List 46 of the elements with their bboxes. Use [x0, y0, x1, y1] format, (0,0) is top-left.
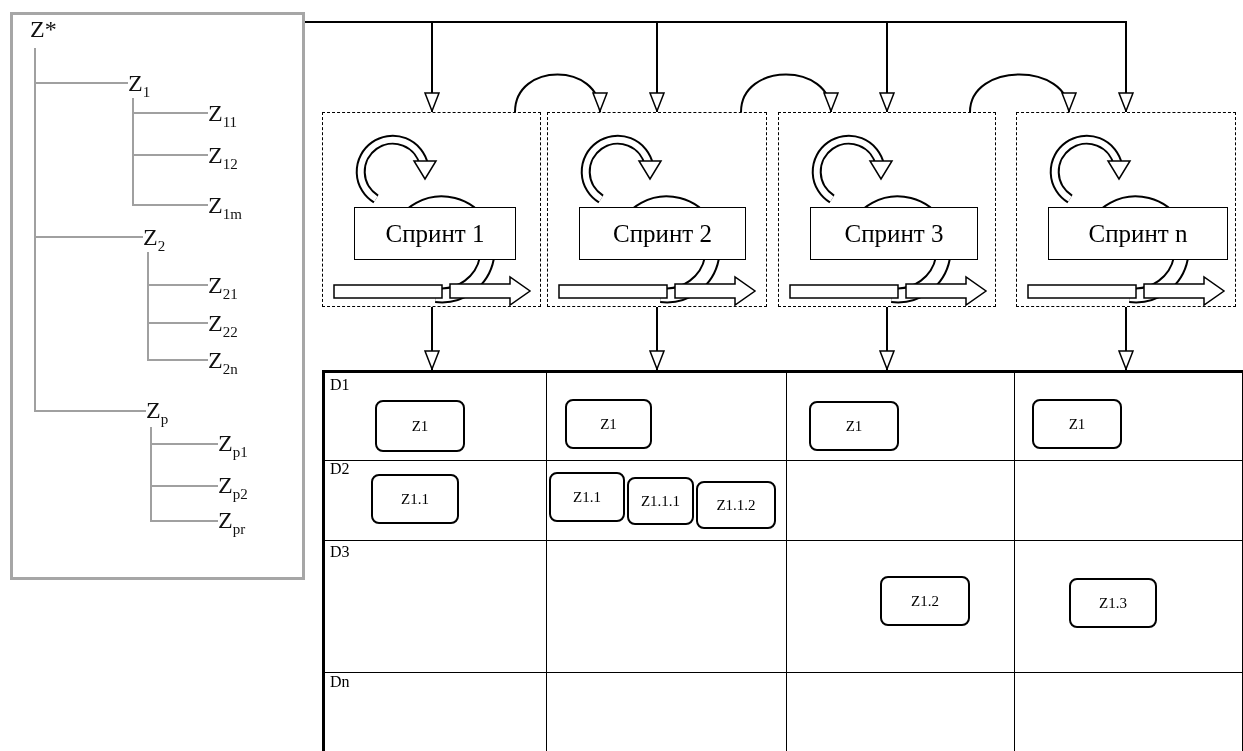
sprint-label-box: Спринт 3 [810, 207, 978, 260]
task-box: Z1.3 [1069, 578, 1157, 628]
tree-node-label: Z$_{21}$ [208, 270, 268, 300]
row-label: D3 [330, 543, 350, 561]
tree-line [147, 251, 209, 361]
task-box: Z1.1 [371, 474, 459, 524]
task-box: Z1 [375, 400, 465, 452]
tree-line [150, 426, 219, 522]
arrow [424, 306, 440, 371]
task-table [322, 370, 1243, 751]
tree-node-label: Z$_{1}$ [128, 68, 173, 98]
task-box: Z1 [1032, 399, 1122, 449]
tree-node-label: Z$_{11}$ [208, 98, 268, 128]
task-box: Z1.1.2 [696, 481, 776, 529]
arrow [649, 306, 665, 371]
tree-node-label: Z$_{12}$ [208, 140, 268, 170]
tree-panel [10, 12, 305, 580]
arrow [304, 21, 1134, 113]
sprint-label-box: Спринт 2 [579, 207, 746, 260]
row-label: Dn [330, 673, 350, 691]
task-box: Z1.1.1 [627, 477, 694, 525]
tree-line [34, 47, 147, 412]
arrow [969, 73, 1074, 113]
tree-node-label: Z$_{22}$ [208, 308, 268, 338]
tree-node-label: Z* [30, 14, 80, 48]
task-box: Z1.1 [549, 472, 625, 522]
task-box: Z1 [809, 401, 899, 451]
task-box: Z1.2 [880, 576, 970, 626]
tree-node-label: Z$_{1m}$ [208, 190, 272, 220]
arrow [879, 306, 895, 371]
tree-line [132, 97, 209, 206]
tree-node-label: Z$_{p2}$ [218, 470, 280, 502]
tree-node-label: Z$_{p}$ [146, 395, 191, 427]
tree-node-label: Z$_{2n}$ [208, 345, 270, 375]
tree-node-label: Z$_{pr}$ [218, 505, 280, 537]
arrow [514, 73, 605, 113]
table-column [547, 370, 787, 751]
arrow [1118, 306, 1134, 371]
sprint-label-box: Спринт n [1048, 207, 1228, 260]
row-label: D2 [330, 460, 350, 478]
task-box: Z1 [565, 399, 652, 449]
row-label: D1 [330, 376, 350, 394]
tree-node-label: Z$_{2}$ [143, 222, 188, 252]
sprint-label-box: Спринт 1 [354, 207, 516, 260]
arrow [740, 73, 836, 113]
tree-node-label: Z$_{p1}$ [218, 428, 280, 460]
